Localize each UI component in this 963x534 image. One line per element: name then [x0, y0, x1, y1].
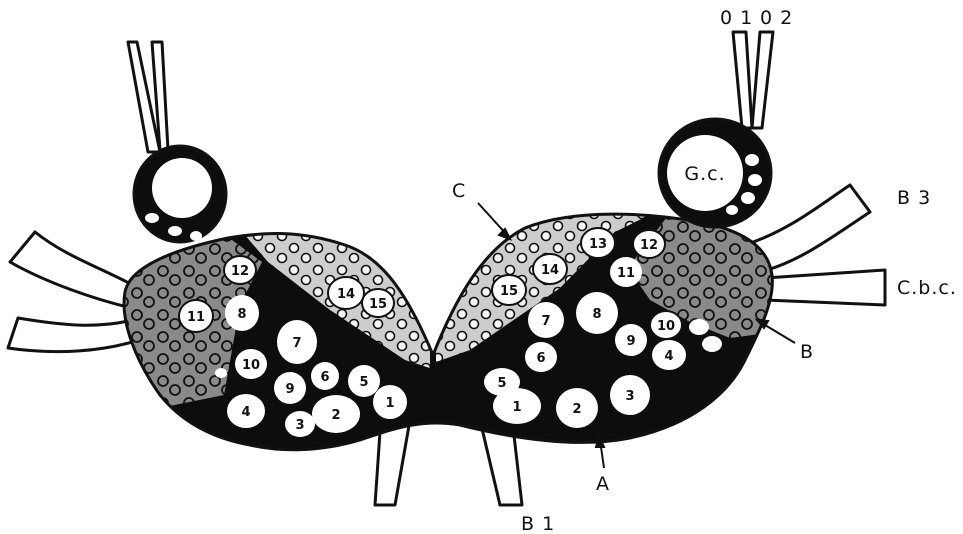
svg-text:3: 3 — [295, 418, 304, 433]
cell-left-11: 11 — [179, 300, 213, 332]
nerve-cbc — [765, 270, 885, 305]
svg-text:1: 1 — [385, 396, 394, 411]
nerve-o1 — [733, 32, 752, 128]
label-b3: B 3 — [897, 187, 931, 209]
cell-left-14: 14 — [328, 277, 364, 309]
svg-text:4: 4 — [664, 349, 673, 364]
cell-left-6: 6 — [311, 362, 339, 390]
svg-text:4: 4 — [241, 405, 250, 420]
svg-text:8: 8 — [237, 307, 246, 322]
svg-text:9: 9 — [626, 334, 635, 349]
cell-right-10: 10 — [650, 311, 682, 339]
svg-text:5: 5 — [359, 375, 368, 390]
svg-text:7: 7 — [541, 314, 550, 329]
label-c: C — [452, 180, 466, 202]
nerve-o2 — [752, 32, 773, 128]
svg-text:2: 2 — [331, 408, 340, 423]
cell-right-13: 13 — [581, 228, 615, 258]
svg-text:10: 10 — [242, 358, 260, 373]
svg-text:8: 8 — [592, 307, 601, 322]
svg-text:12: 12 — [640, 238, 658, 253]
cell-left-4: 4 — [227, 394, 265, 428]
cell-right-14: 14 — [533, 254, 567, 284]
cell-left-12: 12 — [224, 256, 256, 284]
svg-text:15: 15 — [369, 297, 387, 312]
label-b: B — [800, 341, 814, 363]
cell-left-7: 7 — [277, 320, 317, 364]
cell-right-4: 4 — [652, 340, 686, 370]
label-a: A — [596, 473, 610, 495]
cell-left-15: 15 — [362, 289, 394, 317]
cell-right-6: 6 — [525, 342, 557, 372]
svg-text:14: 14 — [337, 287, 355, 302]
cell-left-9: 9 — [274, 372, 306, 404]
cell-left-8: 8 — [225, 295, 259, 331]
cell-right-1: 1 — [493, 388, 541, 424]
svg-text:10: 10 — [657, 319, 675, 334]
svg-text:5: 5 — [497, 376, 506, 391]
label-cbc: C.b.c. — [897, 277, 957, 299]
cell-left-1: 1 — [373, 385, 407, 419]
cell-right-7: 7 — [528, 302, 564, 338]
svg-text:15: 15 — [500, 284, 518, 299]
nerve-left-lower — [8, 318, 145, 352]
cell-left-5: 5 — [348, 365, 380, 397]
cell-left-2: 2 — [312, 395, 360, 433]
label-gc: G.c. — [684, 163, 725, 185]
cell-right-3: 3 — [610, 375, 650, 415]
svg-text:12: 12 — [231, 264, 249, 279]
label-o1: 0 1 — [720, 7, 753, 29]
cell-right-2: 2 — [556, 388, 598, 428]
svg-text:9: 9 — [285, 382, 294, 397]
cell-right-11: 11 — [610, 257, 642, 287]
svg-text:2: 2 — [572, 402, 581, 417]
svg-text:11: 11 — [187, 310, 205, 325]
label-o2: 0 2 — [760, 7, 793, 29]
svg-text:6: 6 — [536, 351, 545, 366]
cell-left-3: 3 — [285, 411, 315, 437]
nerve-left-top — [128, 42, 168, 152]
svg-text:6: 6 — [320, 370, 329, 385]
cell-right-12: 12 — [633, 230, 665, 258]
cell-left-10: 10 — [235, 349, 267, 379]
svg-text:11: 11 — [617, 266, 635, 281]
cell-right-8: 8 — [576, 292, 618, 334]
svg-text:7: 7 — [292, 336, 301, 351]
gc-cell: G.c. — [659, 119, 771, 227]
svg-text:14: 14 — [541, 263, 559, 278]
cell-right-15: 15 — [492, 275, 526, 305]
svg-text:1: 1 — [512, 400, 521, 415]
svg-text:3: 3 — [625, 389, 634, 404]
left-giant-cell — [134, 146, 226, 242]
label-b1: B 1 — [521, 513, 555, 534]
cell-right-9: 9 — [615, 324, 647, 356]
svg-text:13: 13 — [589, 237, 607, 252]
